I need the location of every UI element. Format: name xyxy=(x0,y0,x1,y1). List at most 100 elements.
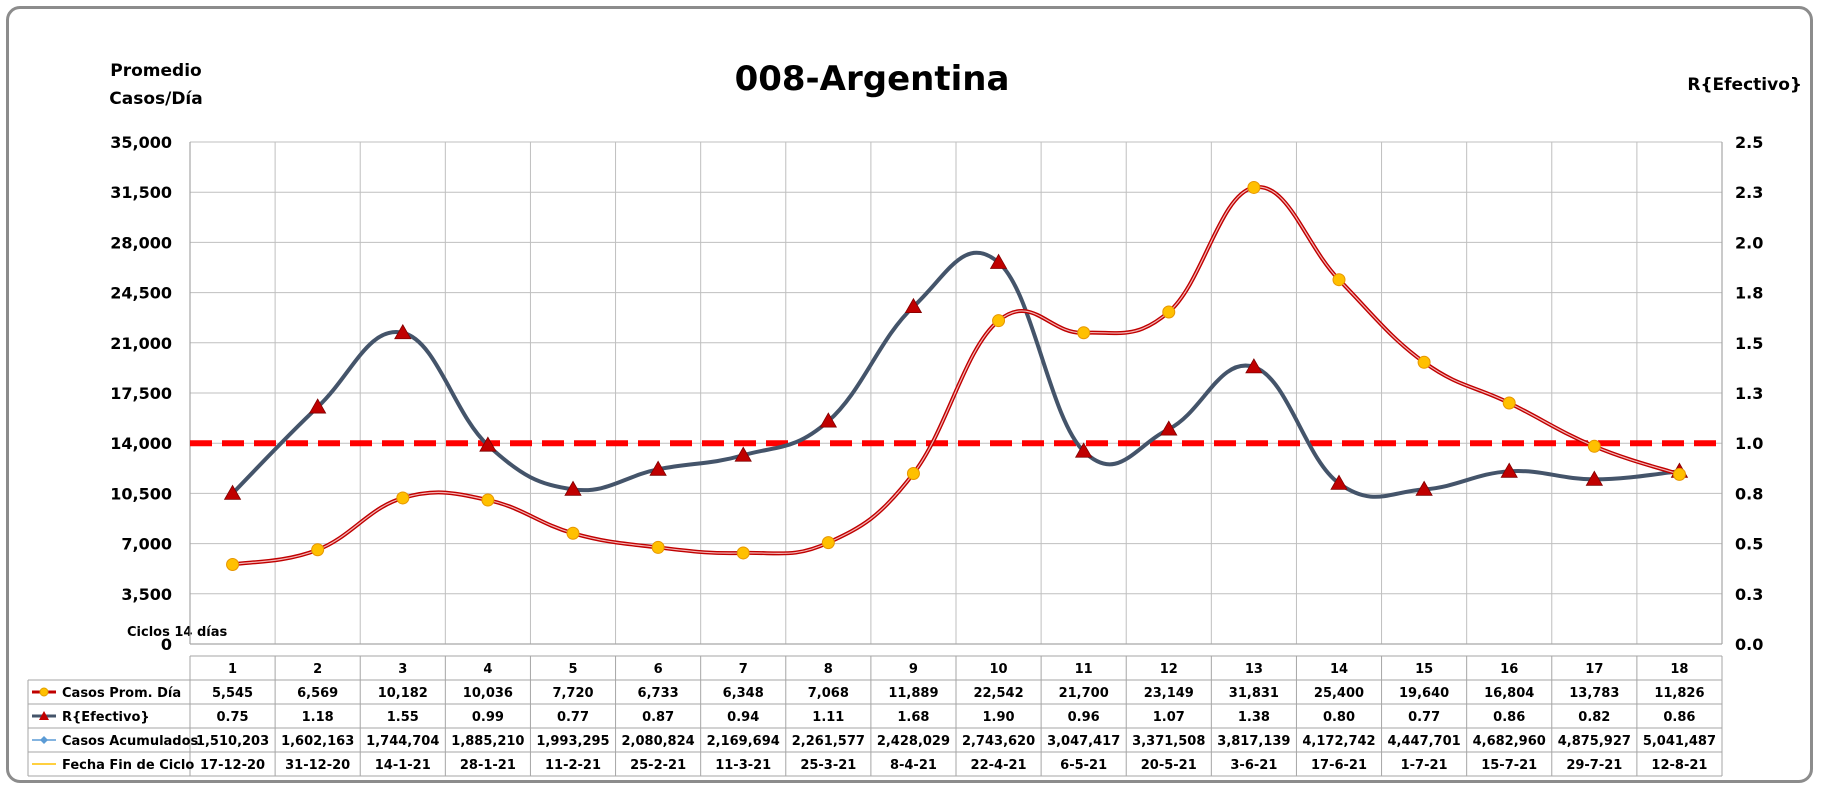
casos-point xyxy=(1417,355,1431,369)
casos-point xyxy=(821,536,835,550)
r-efectivo-point xyxy=(1500,462,1518,478)
table-category-label: 12 xyxy=(1160,662,1178,677)
table-cell: 1,993,295 xyxy=(536,734,609,749)
table-cell: 10,182 xyxy=(378,686,428,701)
table-cell: 23,149 xyxy=(1144,686,1194,701)
table-cell: 1,510,203 xyxy=(196,734,269,749)
table-cell: 15-7-21 xyxy=(1481,758,1537,773)
table-category-label: 7 xyxy=(739,662,748,677)
table-cell: 3,817,139 xyxy=(1217,734,1290,749)
r-efectivo-line xyxy=(231,250,1680,499)
table-cell: 6,733 xyxy=(638,686,679,701)
chart-title: 008-Argentina xyxy=(735,59,1010,99)
table-cell: 1-7-21 xyxy=(1401,758,1448,773)
table-category-label: 17 xyxy=(1585,662,1603,677)
table-cell: 1.68 xyxy=(897,710,929,725)
y-right-tick-label: 0.5 xyxy=(1735,535,1763,554)
table-cell: 2,743,620 xyxy=(962,734,1035,749)
table-cell: 0.77 xyxy=(557,710,589,725)
casos-point xyxy=(311,543,325,557)
table-category-label: 1 xyxy=(228,662,237,677)
y-right-tick-label: 1.5 xyxy=(1735,334,1763,353)
table-row-label: Fecha Fin de Ciclo xyxy=(62,758,194,773)
y-right-tick-label: 0.3 xyxy=(1735,585,1763,604)
legend-key-marker xyxy=(39,687,49,697)
table-cell: 2,428,029 xyxy=(877,734,950,749)
r-efectivo-point xyxy=(223,484,242,500)
table-cell: 12-8-21 xyxy=(1651,758,1707,773)
casos-point xyxy=(1247,180,1261,194)
left-axis-label-line2: Casos/Día xyxy=(109,89,202,109)
table-cell: 1,885,210 xyxy=(451,734,524,749)
r-efectivo-point xyxy=(1330,474,1348,490)
table-category-label: 5 xyxy=(568,662,577,677)
r-efectivo-point xyxy=(989,253,1008,269)
table-cell: 13,783 xyxy=(1569,686,1619,701)
table-cell: 16,804 xyxy=(1484,686,1534,701)
table-cell: 3-6-21 xyxy=(1230,758,1277,773)
table-cell: 0.99 xyxy=(472,710,504,725)
table-row-label: Casos Acumulados xyxy=(62,734,199,749)
table-cell: 1,744,704 xyxy=(366,734,439,749)
r-efectivo-point xyxy=(904,297,923,314)
table-cell: 14-1-21 xyxy=(375,758,431,773)
table-cell: 19,640 xyxy=(1399,686,1449,701)
y-right-tick-label: 2.0 xyxy=(1735,233,1763,252)
table-cell: 4,447,701 xyxy=(1388,734,1461,749)
table-cell: 0.80 xyxy=(1323,710,1355,725)
table-cell: 1.38 xyxy=(1238,710,1270,725)
table-cell: 1.55 xyxy=(387,710,419,725)
casos-point xyxy=(906,466,920,480)
table-category-label: 10 xyxy=(990,662,1008,677)
table-cell: 0.82 xyxy=(1578,710,1610,725)
y-right-tick-label: 1.0 xyxy=(1735,434,1763,453)
y-right-tick-label: 2.3 xyxy=(1735,183,1763,202)
casos-point xyxy=(1077,326,1091,340)
table-cell: 0.96 xyxy=(1068,710,1100,725)
y-left-tick-label: 24,500 xyxy=(110,284,172,303)
table-category-label: 14 xyxy=(1330,662,1348,677)
table-cell: 20-5-21 xyxy=(1141,758,1197,773)
casos-point xyxy=(1332,273,1346,287)
table-category-label: 13 xyxy=(1245,662,1263,677)
r-efectivo-point xyxy=(308,398,327,414)
table-category-label: 4 xyxy=(483,662,492,677)
table-row-label: R{Efectivo} xyxy=(62,710,150,725)
table-cell: 1.07 xyxy=(1153,710,1185,725)
y-left-tick-label: 10,500 xyxy=(110,484,172,503)
casos-point xyxy=(566,526,580,540)
table-category-label: 2 xyxy=(313,662,322,677)
table-cell: 2,261,577 xyxy=(792,734,865,749)
table-category-label: 8 xyxy=(824,662,833,677)
casos-point xyxy=(226,557,240,571)
y-right-tick-label: 2.5 xyxy=(1735,133,1763,152)
table-cell: 4,875,927 xyxy=(1558,734,1631,749)
legend-key-marker xyxy=(39,711,49,720)
casos-point xyxy=(1162,305,1176,319)
table-cell: 25-2-21 xyxy=(630,758,686,773)
table-cell: 3,371,508 xyxy=(1132,734,1205,749)
table-cell: 29-7-21 xyxy=(1566,758,1622,773)
table-cell: 0.86 xyxy=(1663,710,1695,725)
table-cell: 21,700 xyxy=(1059,686,1109,701)
table-cell: 0.75 xyxy=(217,710,249,725)
table-cell: 11,826 xyxy=(1654,686,1704,701)
table-cell: 5,041,487 xyxy=(1643,734,1716,749)
right-axis-label: R{Efectivo} xyxy=(1687,75,1802,95)
table-cell: 4,682,960 xyxy=(1473,734,1546,749)
table-cell: 11-3-21 xyxy=(715,758,771,773)
y-left-tick-label: 0 xyxy=(161,635,172,654)
table-cell: 2,080,824 xyxy=(622,734,695,749)
r-efectivo-point xyxy=(734,446,752,462)
r-efectivo-point xyxy=(1415,480,1433,496)
table-category-label: 11 xyxy=(1075,662,1093,677)
table-cell: 0.77 xyxy=(1408,710,1440,725)
y-left-tick-label: 31,500 xyxy=(110,183,172,202)
chart-frame xyxy=(6,6,1813,783)
casos-point xyxy=(1672,467,1686,481)
r-efectivo-point xyxy=(649,460,667,476)
casos-point xyxy=(992,314,1006,328)
table-cell: 2,169,694 xyxy=(707,734,780,749)
y-left-tick-label: 28,000 xyxy=(110,233,172,252)
r-efectivo-point xyxy=(1245,358,1263,374)
